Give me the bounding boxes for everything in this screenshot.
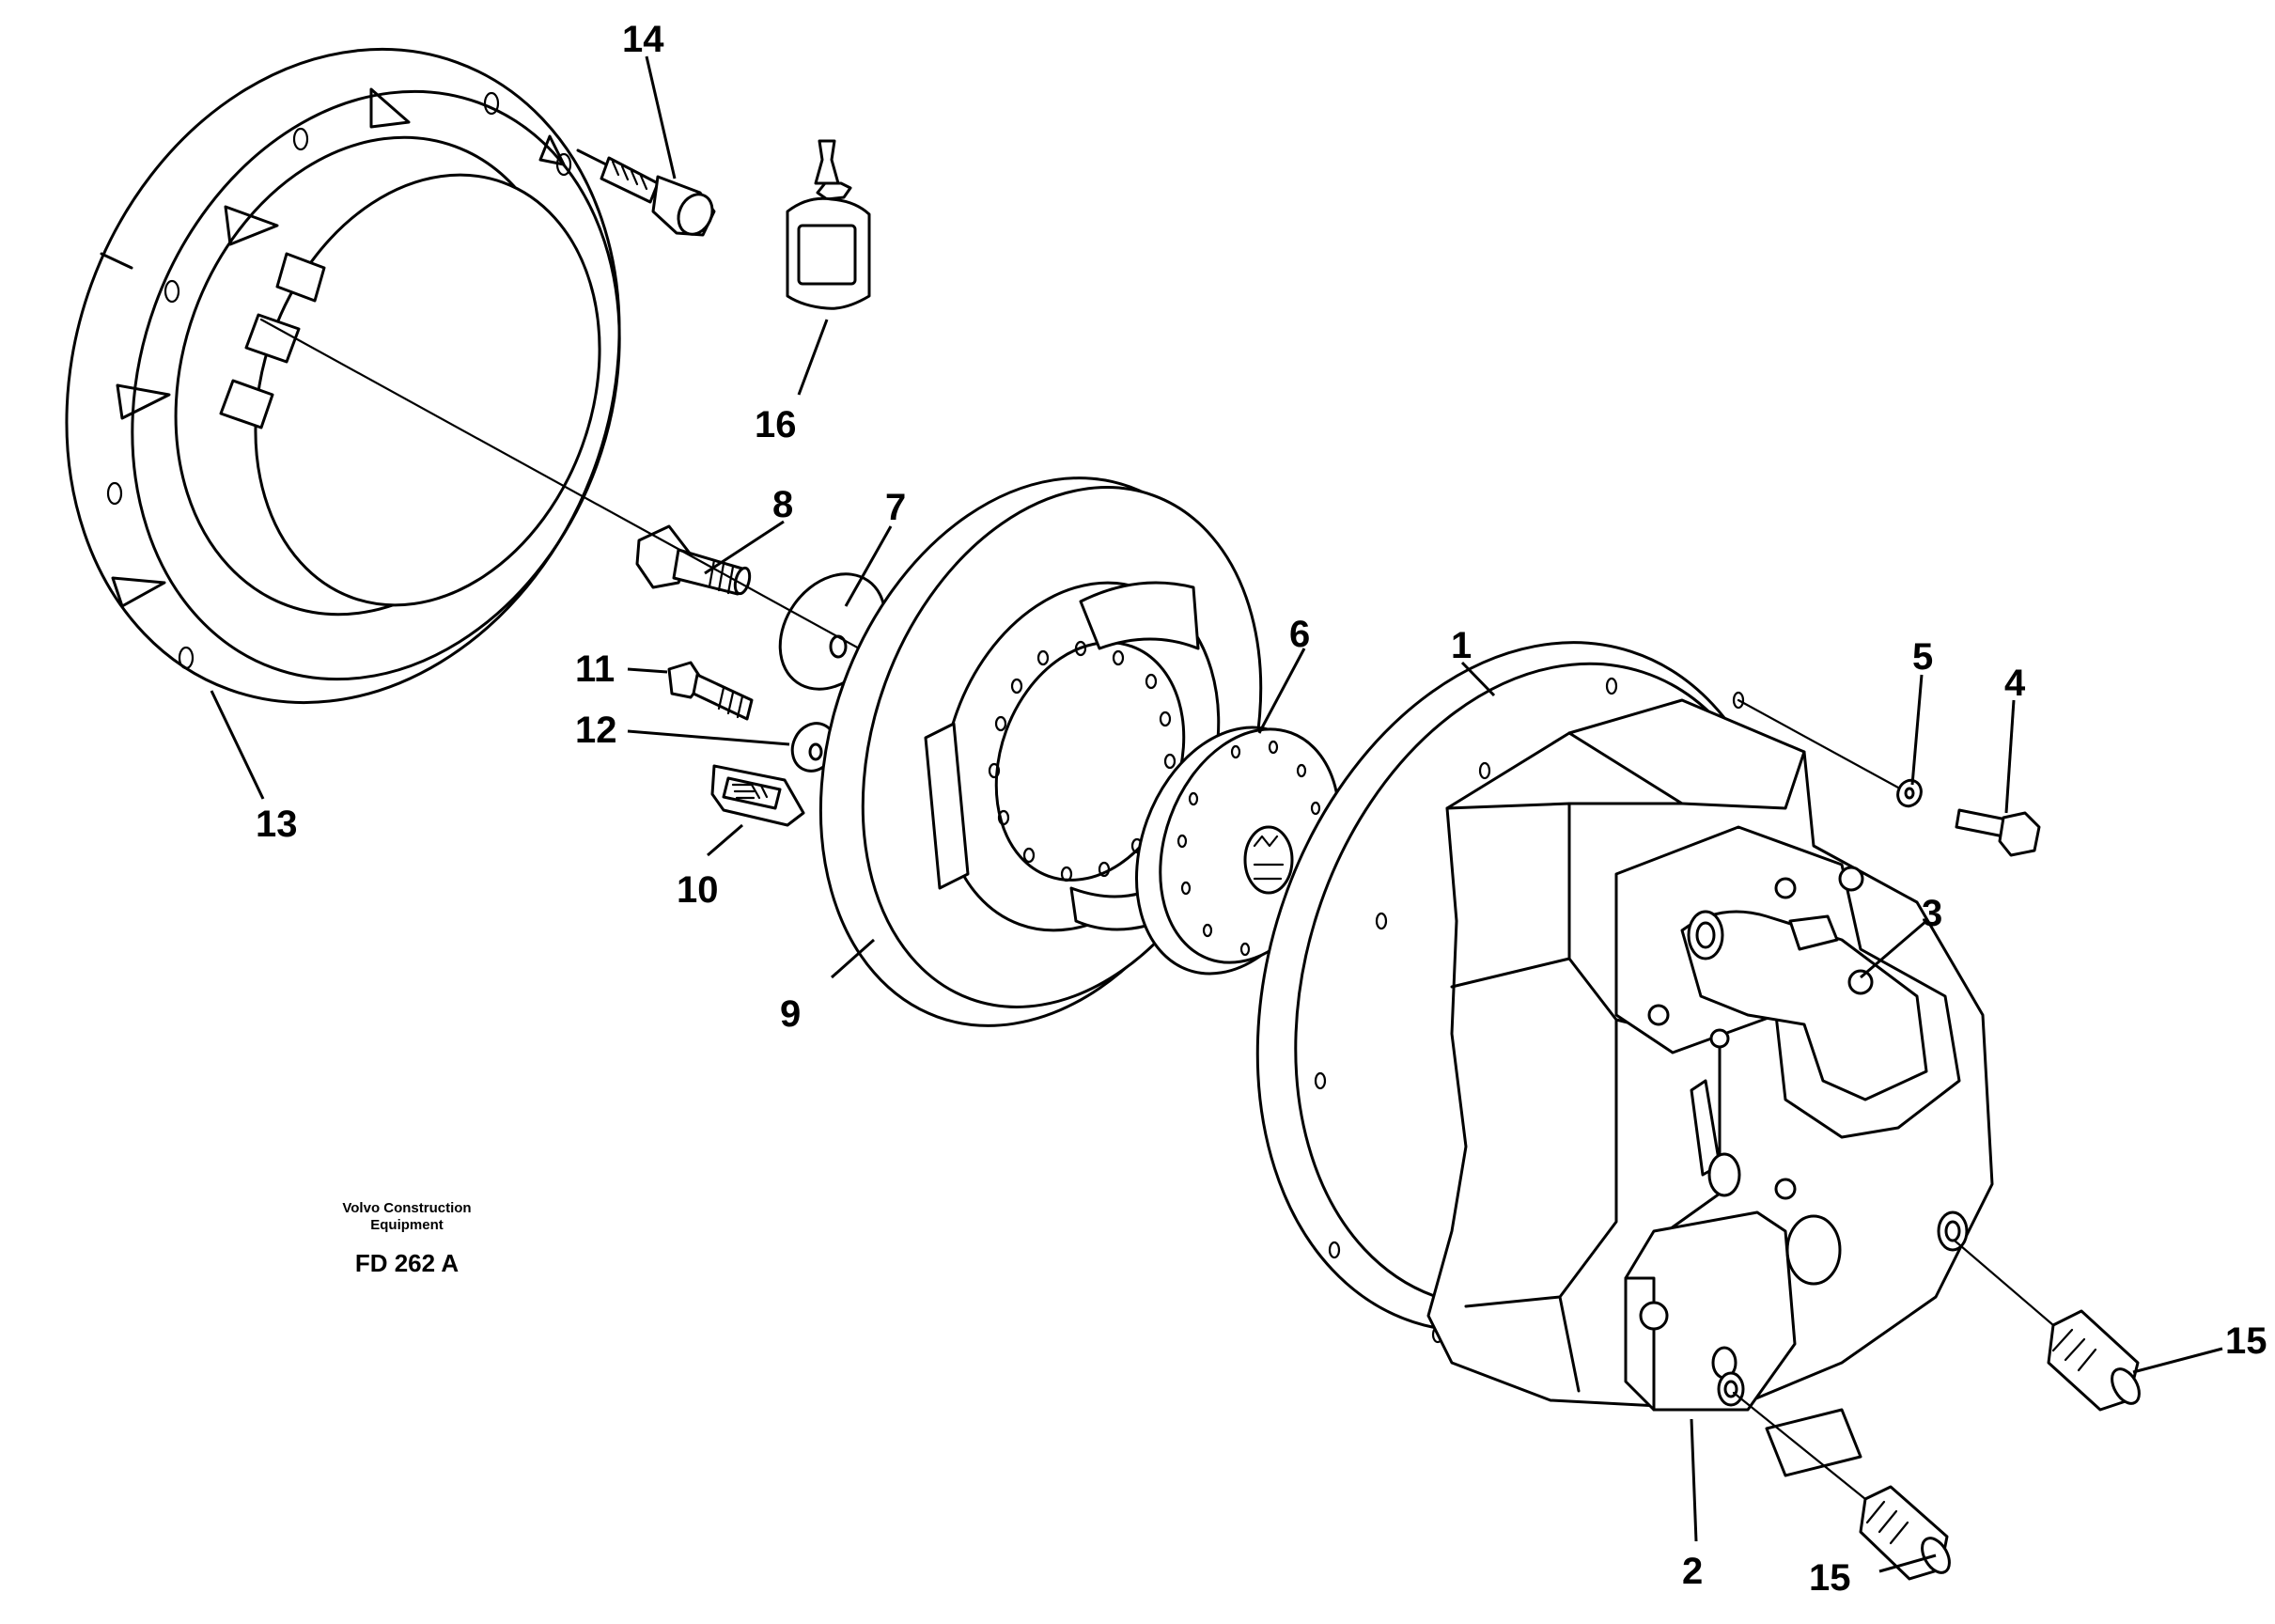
callout-14: 14: [622, 19, 664, 60]
leader-lines: [210, 55, 2223, 1573]
part-11-bolt: [667, 661, 754, 721]
callout-4: 4: [2004, 663, 2026, 704]
callout-13: 13: [256, 804, 298, 845]
part-15-plug-right: [1953, 1239, 2141, 1412]
part-4-bolt: [1737, 698, 2041, 857]
callout-6: 6: [1289, 614, 1310, 655]
callout-15-right: 15: [2225, 1320, 2267, 1362]
part-15-plug-bottom: [1732, 1391, 1951, 1581]
callout-15-bottom: 15: [1809, 1557, 1851, 1599]
callout-labels: 14 16 8 7 11 12 10 9 6 1 5 4 3 2 15 15 1…: [256, 19, 2267, 1599]
callout-10: 10: [677, 869, 719, 911]
part-14-bolt: [576, 148, 716, 237]
part-5-washer: [1896, 778, 1923, 808]
callout-1: 1: [1451, 625, 1472, 666]
callout-9: 9: [780, 993, 801, 1035]
callout-3: 3: [1922, 893, 1942, 934]
diagram-caption: Volvo Construction Equipment FD 262 A: [342, 1200, 471, 1277]
callout-5: 5: [1912, 636, 1933, 678]
part-1-housing: [1255, 641, 1994, 1477]
part-10-rubber-element: [710, 764, 805, 827]
callout-8: 8: [772, 484, 793, 525]
callout-2: 2: [1682, 1551, 1703, 1592]
callout-11: 11: [575, 648, 615, 690]
caption-code: FD 262 A: [355, 1249, 460, 1277]
part-16-sealant-bottle: [786, 139, 871, 396]
callout-7: 7: [885, 487, 906, 528]
part-13-flywheel-housing: [65, 47, 621, 705]
caption-company-line2: Equipment: [370, 1217, 444, 1233]
caption-company-line1: Volvo Construction: [342, 1200, 471, 1216]
callout-16: 16: [755, 404, 797, 445]
part-6-hub: [1134, 726, 1341, 976]
callout-12: 12: [575, 710, 617, 751]
